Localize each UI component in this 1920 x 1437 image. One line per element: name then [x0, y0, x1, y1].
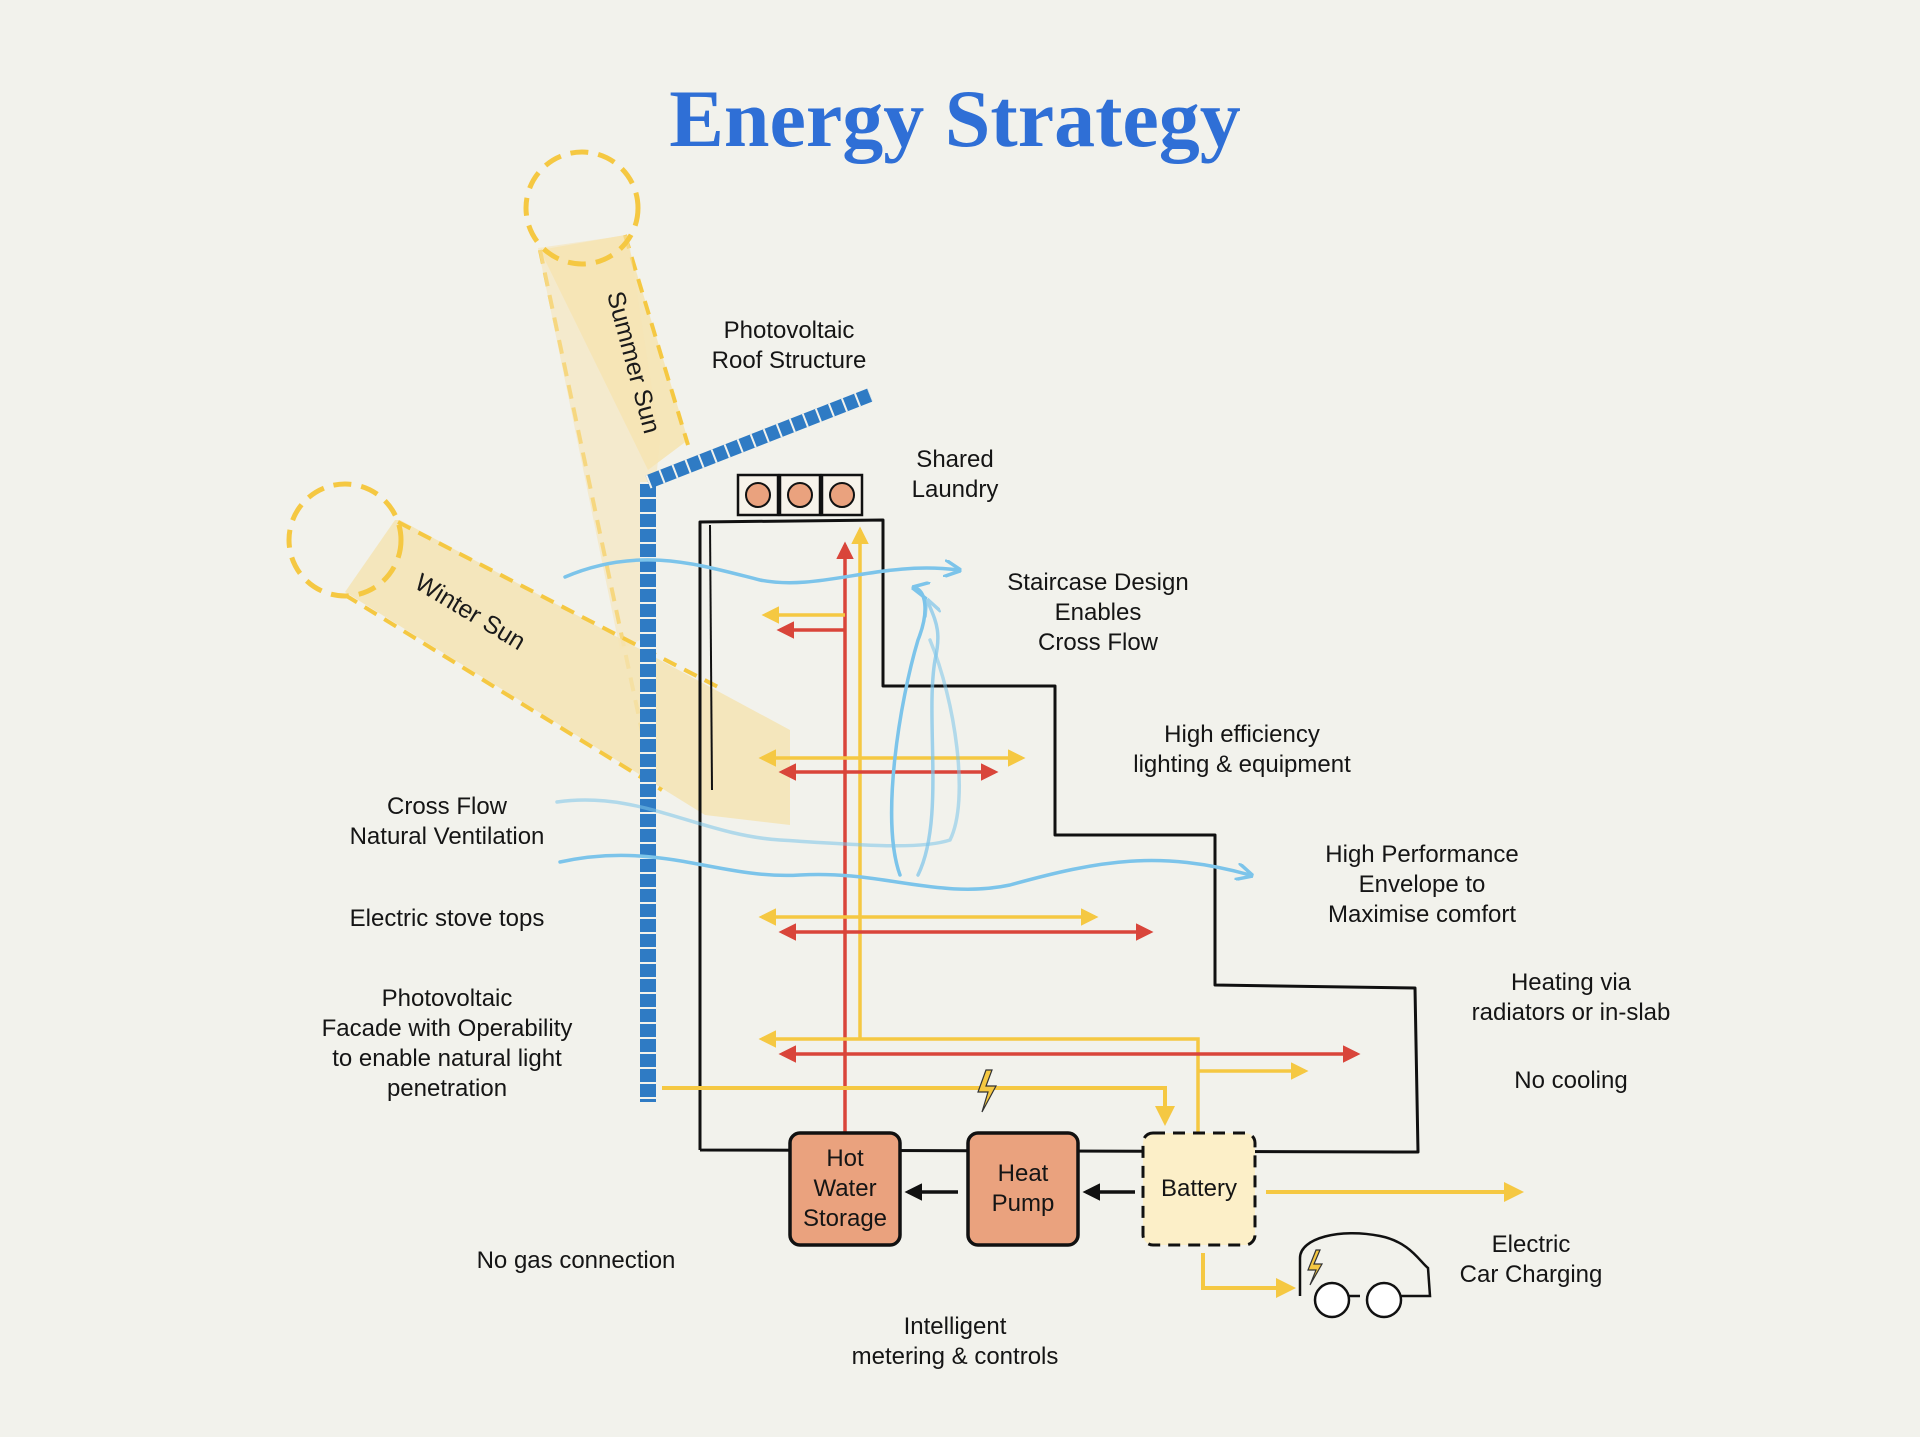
battery-box [1141, 1131, 1257, 1247]
ventilation-flows [555, 558, 1250, 891]
pv-facade-label: Photovoltaic Facade with Operability to … [321, 985, 573, 1102]
heat-pump-box [966, 1131, 1080, 1247]
building-outline [698, 518, 1420, 1154]
diagram-title: Energy Strategy [669, 73, 1241, 164]
washing-machine-icon [736, 473, 864, 517]
metering-label: Intelligent metering & controls [851, 1313, 1059, 1370]
shared-laundry-label: Shared Laundry [911, 446, 999, 503]
battery-label: Battery [1160, 1175, 1238, 1202]
stove-label: Electric stove tops [349, 905, 545, 932]
ev-charging-label: Electric Car Charging [1459, 1231, 1603, 1288]
winter-sun-band [343, 520, 790, 825]
car-icon [1298, 1232, 1432, 1319]
no-gas-label: No gas connection [476, 1247, 676, 1274]
hot-water-storage-box [788, 1131, 902, 1247]
hot-water-storage-label: Hot Water Storage [802, 1145, 888, 1232]
pv-roof [645, 388, 873, 489]
pv-to-battery-line [662, 1086, 1175, 1126]
staircase-label: Staircase Design Enables Cross Flow [1007, 569, 1189, 656]
battery-to-car-arrow [1201, 1253, 1296, 1298]
no-cooling-label: No cooling [1514, 1067, 1628, 1094]
summer-sun-band [538, 234, 690, 761]
lightning-icon [977, 1069, 998, 1113]
winter-sun-icon [286, 481, 404, 599]
lighting-label: High efficiency lighting & equipment [1133, 721, 1351, 778]
pv-roof-label: Photovoltaic Roof Structure [711, 317, 867, 374]
heat-pump-label: Heat Pump [991, 1160, 1055, 1217]
envelope-label: High Performance Envelope to Maximise co… [1325, 841, 1519, 928]
cross-flow-label: Cross Flow Natural Ventilation [349, 793, 545, 850]
heating-label: Heating via radiators or in-slab [1471, 969, 1671, 1026]
summer-sun-icon [523, 149, 641, 267]
